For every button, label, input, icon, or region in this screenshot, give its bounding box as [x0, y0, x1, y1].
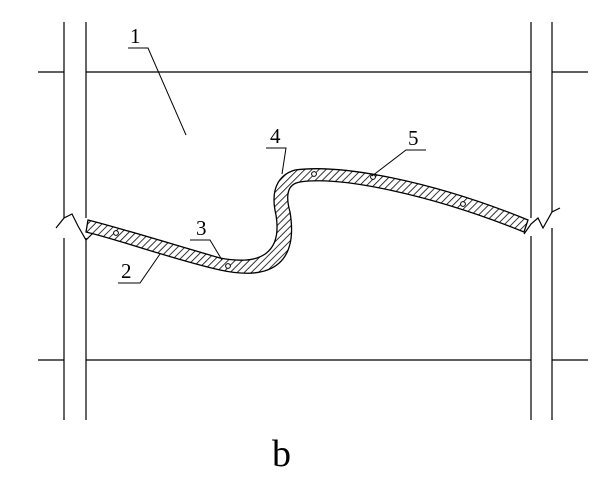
right-break-symbol	[523, 207, 561, 235]
label-1: 1	[130, 24, 141, 48]
band-circle	[460, 201, 466, 207]
leader-line-3	[190, 239, 223, 261]
label-5: 5	[408, 126, 419, 150]
right-vertical-member	[523, 22, 561, 420]
left-break-symbol	[55, 213, 95, 241]
s-curve-band	[85, 168, 529, 274]
label-4: 4	[270, 124, 281, 148]
leader-line-4	[266, 147, 287, 175]
band-circle	[311, 171, 317, 177]
leader-lines	[118, 47, 426, 284]
horizontal-lines	[38, 71, 588, 361]
leader-line-1	[128, 47, 187, 136]
band-circle	[370, 174, 376, 180]
leader-line-5	[371, 149, 426, 177]
band-circle	[113, 230, 119, 236]
leader-line-2	[118, 253, 161, 284]
label-2: 2	[121, 259, 132, 283]
figure-caption: b	[272, 433, 291, 475]
label-3: 3	[196, 216, 207, 240]
band-circles	[113, 171, 466, 269]
left-vertical-member	[55, 22, 95, 420]
band-circle	[225, 263, 231, 269]
